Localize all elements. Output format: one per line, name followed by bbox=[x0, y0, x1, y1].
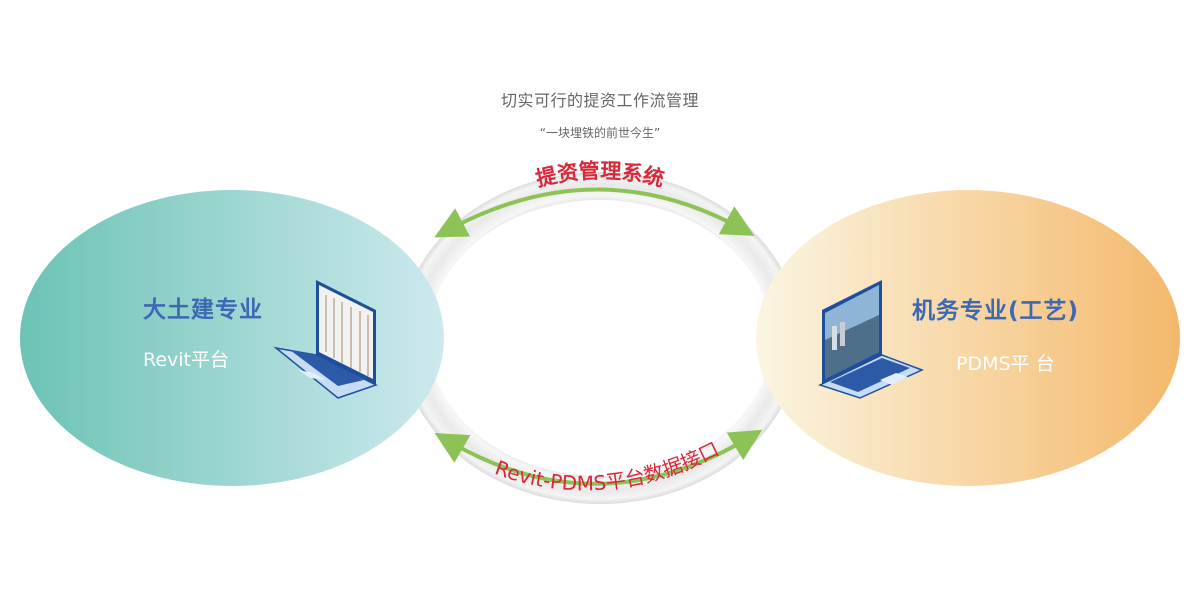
laptop-keyboard bbox=[830, 358, 910, 392]
laptop-icon bbox=[273, 280, 378, 399]
bottom-bidirectional-arrow bbox=[434, 429, 763, 486]
laptop-touchpad bbox=[298, 370, 326, 380]
laptop-touchpad bbox=[880, 373, 908, 385]
screen-content-plant bbox=[825, 315, 879, 379]
screen-tower bbox=[832, 326, 837, 350]
connection-ring bbox=[400, 172, 800, 504]
left-node-title: 大土建专业 bbox=[143, 297, 263, 323]
right-node-title: 机务专业(工艺) bbox=[912, 298, 1080, 324]
top-bidirectional-arrow bbox=[434, 187, 755, 238]
ring-inner bbox=[428, 200, 772, 476]
left-node-ellipse bbox=[20, 190, 444, 486]
diagram-title: 切实可行的提资工作流管理 bbox=[500, 91, 699, 110]
screen-tower bbox=[840, 322, 845, 346]
laptop-keyboard bbox=[290, 350, 364, 386]
left-node-platform: Revit平台 bbox=[143, 349, 230, 371]
right-node-platform: PDMS平 台 bbox=[956, 353, 1055, 375]
right-node-ellipse bbox=[756, 190, 1180, 486]
diagram-subtitle: “一块埋铁的前世今生” bbox=[539, 126, 661, 140]
laptop-icon bbox=[817, 280, 924, 399]
screen-content-revit bbox=[325, 295, 369, 376]
